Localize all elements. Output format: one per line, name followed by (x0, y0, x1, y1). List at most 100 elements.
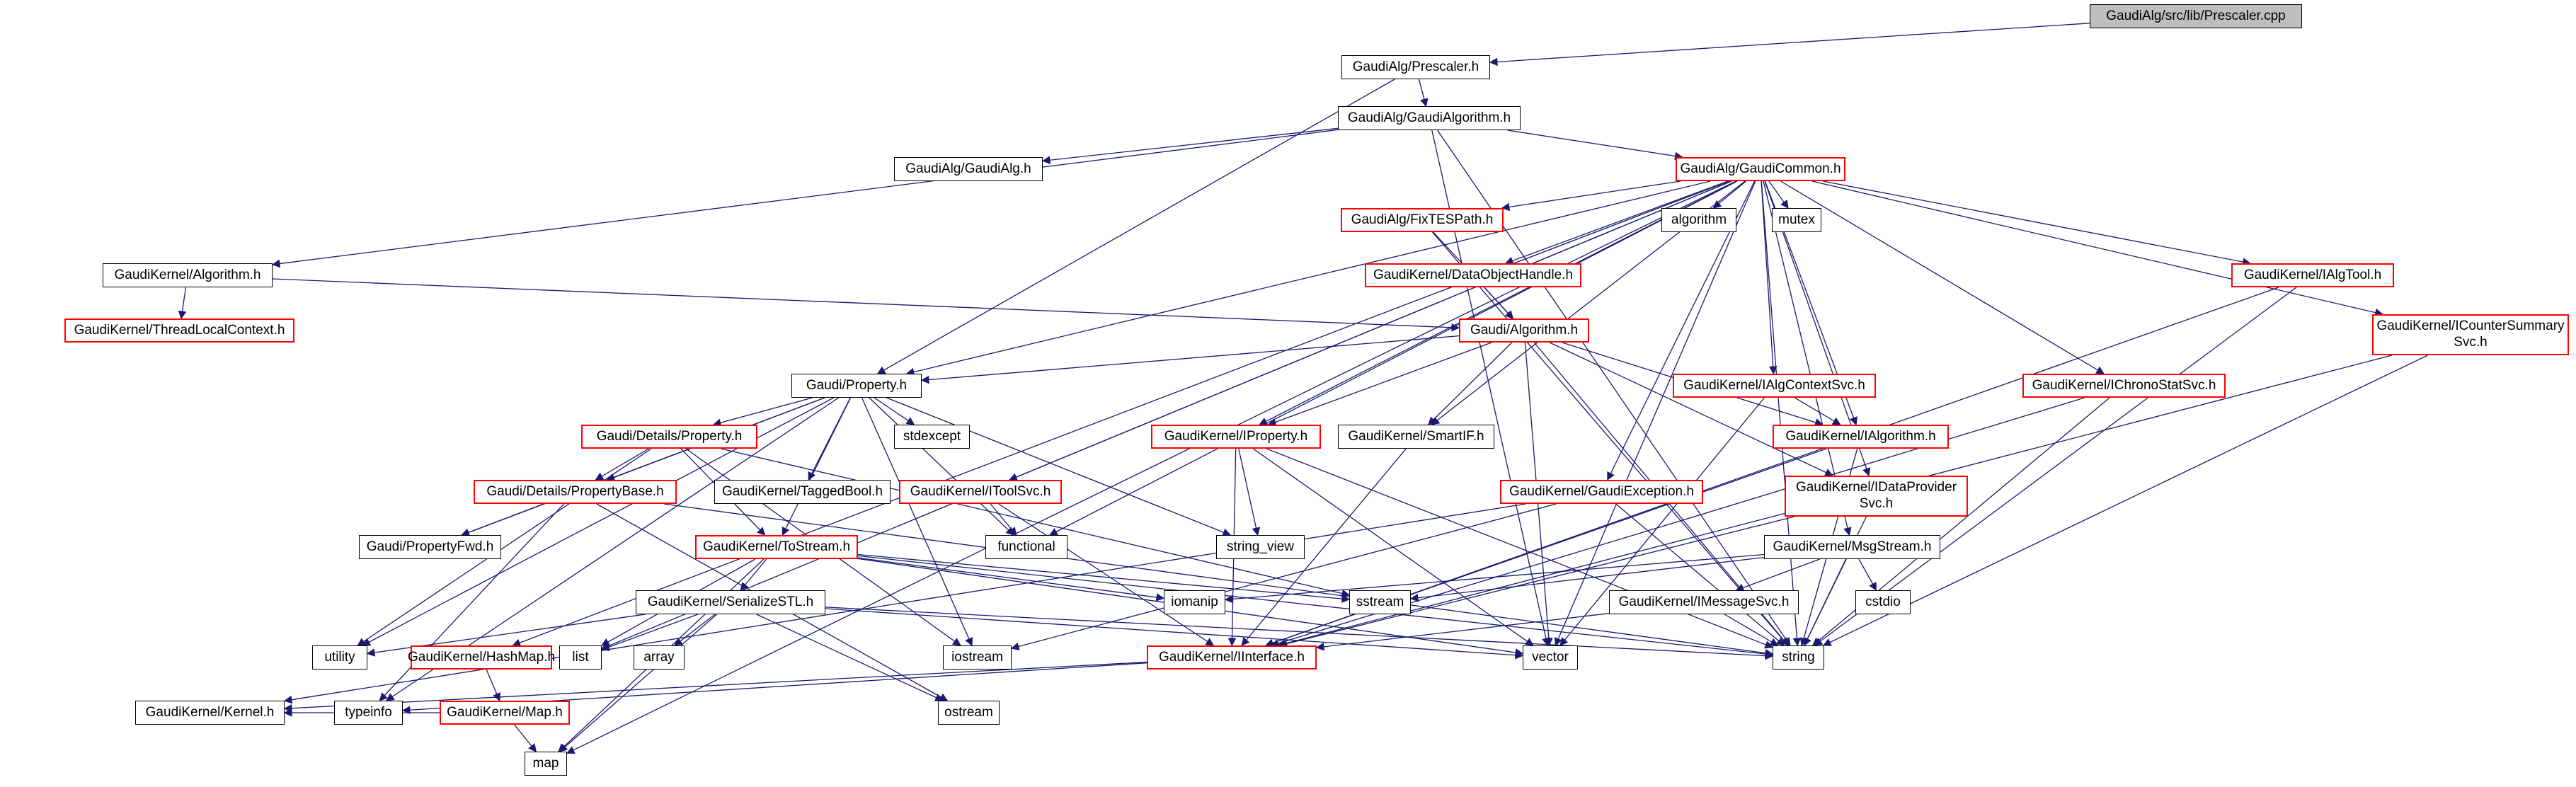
edge-prescaler_h-gaudialgorithm (1418, 79, 1429, 108)
node-galgorithm[interactable]: Gaudi/Algorithm.h (1459, 318, 1589, 343)
edge-itoolsvc-functional (990, 503, 1017, 536)
edge-gaudicommon-ichronostatsvc (1780, 180, 2105, 374)
edge-itoolsvc-iinterface (998, 503, 1215, 646)
node-kalgorithm[interactable]: GaudiKernel/Algorithm.h (103, 263, 273, 287)
edge-gaudicommon-ialgtool (1823, 180, 2251, 266)
node-gaudialg[interactable]: GaudiAlg/GaudiAlg.h (894, 157, 1043, 181)
node-ialgcontextsvc[interactable]: GaudiKernel/IAlgContextSvc.h (1673, 374, 1876, 398)
node-propertyfwd[interactable]: Gaudi/PropertyFwd.h (359, 535, 501, 559)
node-string_std: string (1773, 645, 1824, 670)
edge-tostream-serializestl (740, 558, 767, 591)
edge-dataobjecthandle-galgorithm (1484, 287, 1514, 319)
edge-map_h-map_std (514, 724, 537, 752)
edge-ialgorithm-iinterface (1265, 448, 1827, 648)
edge-imessagesvc-iinterface (1315, 613, 1610, 651)
node-mutex: mutex (1772, 208, 1821, 232)
node-hashmap[interactable]: GaudiKernel/HashMap.h (408, 645, 555, 670)
edge-smartif-iinterface (1241, 448, 1407, 646)
node-typeinfo: typeinfo (334, 701, 403, 725)
node-ialgtool[interactable]: GaudiKernel/IAlgTool.h (2231, 263, 2394, 287)
edge-gaudiexception-kernel (283, 503, 1526, 704)
edge-property-dproperty (712, 397, 813, 427)
edge-icountersummary-string_std (1822, 355, 2428, 646)
node-stringview: string_view (1216, 535, 1305, 559)
node-property[interactable]: Gaudi/Property.h (791, 374, 922, 398)
edge-imessagesvc-string_std (1724, 614, 1779, 646)
edge-kalgorithm-galgorithm (272, 278, 1460, 332)
node-prescaler_h[interactable]: GaudiAlg/Prescaler.h (1341, 55, 1490, 79)
edge-serializestl-array_std (674, 614, 716, 646)
edge-serializestl-list_std (600, 614, 699, 651)
edge-msgstream-imessagesvc (1735, 558, 1821, 592)
edge-kalgorithm-threadlocal (178, 287, 187, 320)
node-kernel[interactable]: GaudiKernel/Kernel.h (135, 701, 285, 725)
node-dataobjecthandle[interactable]: GaudiKernel/DataObjectHandle.h (1365, 263, 1581, 287)
node-dproperty[interactable]: Gaudi/Details/Property.h (581, 425, 757, 449)
node-tostream[interactable]: GaudiKernel/ToStream.h (695, 535, 858, 559)
node-iomanip: iomanip (1164, 590, 1225, 614)
edge-gaudicommon-fixtespath (1501, 180, 1681, 212)
edge-fixtespath-string_std (1432, 231, 1789, 646)
node-ostream_std: ostream (938, 701, 1000, 725)
node-smartif[interactable]: GaudiKernel/SmartIF.h (1338, 425, 1494, 449)
node-itoolsvc[interactable]: GaudiKernel/IToolSvc.h (899, 480, 1062, 504)
node-taggedbool[interactable]: GaudiKernel/TaggedBool.h (714, 480, 891, 504)
node-ichronostatsvc[interactable]: GaudiKernel/IChronoStatSvc.h (2022, 374, 2226, 398)
node-msgstream[interactable]: GaudiKernel/MsgStream.h (1764, 535, 1940, 559)
node-gaudicommon[interactable]: GaudiAlg/GaudiCommon.h (1676, 157, 1845, 181)
edge-propertybase-typeinfo (379, 503, 565, 701)
edge-property-stringview (886, 397, 1232, 536)
edge-serializestl-map_std (559, 614, 717, 752)
edge-prescaler_h-property (876, 79, 1395, 374)
node-map_std: map (525, 752, 567, 776)
edge-property-functional (869, 397, 1014, 536)
node-list_std: list (559, 645, 602, 670)
node-threadlocal[interactable]: GaudiKernel/ThreadLocalContext.h (64, 318, 294, 343)
edge-idataprovider-iinterface (1278, 516, 1794, 648)
edge-propertybase-string_std (663, 503, 1774, 657)
edge-gaudialgorithm-kalgorithm (271, 129, 1339, 268)
node-iinterface[interactable]: GaudiKernel/IInterface.h (1147, 645, 1317, 670)
edge-gaudicommon-list_std (600, 180, 1732, 650)
edge-galgorithm-iproperty (1268, 342, 1492, 426)
edge-property-iostream (861, 397, 973, 647)
node-algorithm_std: algorithm (1661, 208, 1736, 232)
node-cstdio: cstdio (1855, 590, 1911, 614)
edge-ialgtool-string_std (1814, 287, 2297, 646)
edge-propertybase-propertyfwd (461, 503, 544, 536)
edge-serializestl-vector_std (825, 608, 1524, 660)
node-map_h[interactable]: GaudiKernel/Map.h (440, 701, 570, 725)
node-ialgorithm[interactable]: GaudiKernel/IAlgorithm.h (1773, 425, 1949, 449)
node-propertybase[interactable]: Gaudi/Details/PropertyBase.h (474, 480, 677, 504)
node-gaudiexception[interactable]: GaudiKernel/GaudiException.h (1500, 480, 1703, 504)
edge-msgstream-cstdio (1858, 558, 1877, 592)
edge-galgorithm-idataprovider (1549, 342, 1833, 476)
node-iostream: iostream (943, 645, 1012, 670)
edge-iinterface-kernel (283, 661, 1147, 713)
edge-gaudicommon-ialgcontextsvc (1761, 180, 1778, 375)
edge-msgstream-string_std (1804, 558, 1847, 647)
node-imessagesvc[interactable]: GaudiKernel/IMessageSvc.h (1609, 590, 1799, 614)
edge-gaudicommon-icountersummary (1811, 180, 2383, 317)
edge-msgstream-iomanip (1224, 553, 1765, 604)
edge-dproperty-sstream (721, 448, 1351, 598)
node-iproperty[interactable]: GaudiKernel/IProperty.h (1151, 425, 1321, 449)
edge-dproperty-propertybase (595, 448, 649, 481)
node-cpp: GaudiAlg/src/lib/Prescaler.cpp (2090, 4, 2302, 28)
edge-hashmap-map_h (486, 669, 501, 702)
edge-ialgcontextsvc-vector_std (1559, 397, 1765, 646)
edge-gaudiexception-string_std (1615, 503, 1785, 646)
edge-ialgcontextsvc-ialgorithm (1794, 397, 1841, 425)
node-gaudialgorithm[interactable]: GaudiAlg/GaudiAlgorithm.h (1338, 106, 1521, 130)
edge-galgorithm-property (920, 335, 1460, 384)
node-fixtespath[interactable]: GaudiAlg/FixTESPath.h (1341, 208, 1504, 232)
edge-galgorithm-smartif (1427, 342, 1513, 425)
node-serializestl[interactable]: GaudiKernel/SerializeSTL.h (636, 590, 825, 614)
node-functional: functional (985, 535, 1067, 559)
edge-property-stdexcept (874, 397, 915, 425)
edge-tostream-string_std (857, 555, 1774, 658)
